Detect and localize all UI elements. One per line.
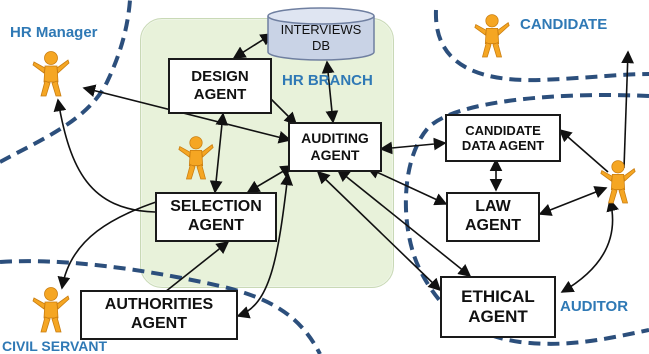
- auditor-label: AUDITOR: [560, 298, 629, 315]
- arrow-auditor-candidatedata: [558, 128, 609, 173]
- candidate-label: CANDIDATE: [520, 16, 608, 33]
- candidate-person-icon: [474, 14, 510, 58]
- candidate-boundary: [433, 9, 649, 83]
- arrow-auditor-ethical: [560, 198, 619, 293]
- arrow-auditing-ethical-2: [316, 170, 442, 292]
- arrow-auditor-candidate: [621, 50, 635, 169]
- hr-manager-boundary: [0, 0, 132, 164]
- arrow-auditing-candidatedata: [379, 137, 447, 155]
- design-agent-box[interactable]: DESIGN AGENT: [168, 58, 272, 114]
- ethical-agent-box[interactable]: ETHICAL AGENT: [440, 276, 556, 338]
- database-icon: [267, 7, 375, 61]
- law-agent-box[interactable]: LAW AGENT: [446, 192, 540, 242]
- arrow-selection-hrmanager: [53, 98, 156, 213]
- hr-branch-label: HR BRANCH: [282, 72, 373, 89]
- database-label: INTERVIEWS DB: [280, 22, 362, 53]
- auditor-person-icon: [600, 160, 636, 204]
- authorities-agent-box[interactable]: AUTHORITIES AGENT: [80, 290, 238, 340]
- arrow-selection-civilservant: [57, 195, 176, 290]
- arrow-db-auditing: [321, 60, 339, 124]
- hr-manager-person-icon: [32, 51, 70, 97]
- arrow-hrmanager-auditing: [82, 84, 292, 144]
- civil-servant-label: CIVIL SERVANT: [2, 338, 108, 354]
- arrow-authorities-auditing: [236, 172, 294, 319]
- hr-manager-label: HR Manager: [10, 24, 98, 41]
- auditor-boundary: [403, 93, 649, 346]
- auditing-agent-box[interactable]: AUDITING AGENT: [288, 122, 382, 172]
- selection-agent-box[interactable]: SELECTION AGENT: [155, 192, 277, 242]
- arrow-selection-auditing: [246, 165, 294, 193]
- arrow-authorities-selection: [164, 241, 230, 293]
- civil-servant-person-icon: [32, 287, 70, 333]
- candidate-data-agent-box[interactable]: CANDIDATE DATA AGENT: [445, 114, 561, 162]
- arrow-design-selection: [209, 112, 229, 194]
- arrow-auditing-law: [366, 166, 448, 206]
- arrow-auditor-law: [538, 186, 608, 216]
- hr-branch-person-icon: [178, 136, 214, 180]
- arrow-db-design: [232, 33, 274, 59]
- civil-servant-boundary: [0, 259, 322, 354]
